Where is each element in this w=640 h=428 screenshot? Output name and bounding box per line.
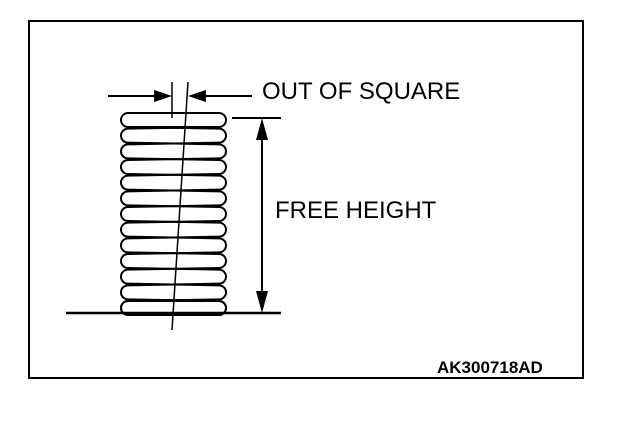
spring-coil-strand <box>120 267 220 285</box>
coil-spring <box>120 112 227 316</box>
spring-coil-strand <box>127 251 227 269</box>
figure-code-label: AK300718AD <box>437 358 543 377</box>
figure-frame <box>28 20 584 379</box>
spring-coil-strand <box>120 141 220 160</box>
spring-end-coil-top <box>120 112 227 128</box>
out-of-square-label: OUT OF SQUARE <box>262 78 461 105</box>
spring-coil-strand <box>127 173 227 191</box>
spring-axis-line <box>171 81 189 331</box>
spring-coil-strand <box>127 126 227 144</box>
spring-coil-strand <box>127 188 227 207</box>
free-height-label: FREE HEIGHT <box>275 197 437 224</box>
spring-coil-strand <box>120 157 220 175</box>
spring-coil-strand <box>127 204 227 222</box>
spring-coil-strand <box>120 220 220 238</box>
spring-coil-strand <box>127 282 227 301</box>
spring-coil-strand <box>127 141 227 160</box>
spring-coil-strand <box>120 173 220 191</box>
spring-coil-strand <box>120 298 220 316</box>
spring-coil-strand <box>127 267 227 285</box>
spring-coil-strand <box>120 282 220 301</box>
spring-coil-strand <box>120 251 220 269</box>
spring-coil-strand <box>120 126 220 144</box>
spring-coil-strand <box>127 220 227 238</box>
spring-coil-strand <box>120 235 220 254</box>
spring-coil-strand <box>127 157 227 175</box>
spring-coil-strand <box>120 204 220 222</box>
spring-coil-strand <box>127 298 227 316</box>
spring-coil-strand <box>120 188 220 207</box>
out-of-square-dimension <box>108 90 252 102</box>
spring-coil-strand <box>127 235 227 254</box>
free-height-dimension <box>232 117 281 313</box>
